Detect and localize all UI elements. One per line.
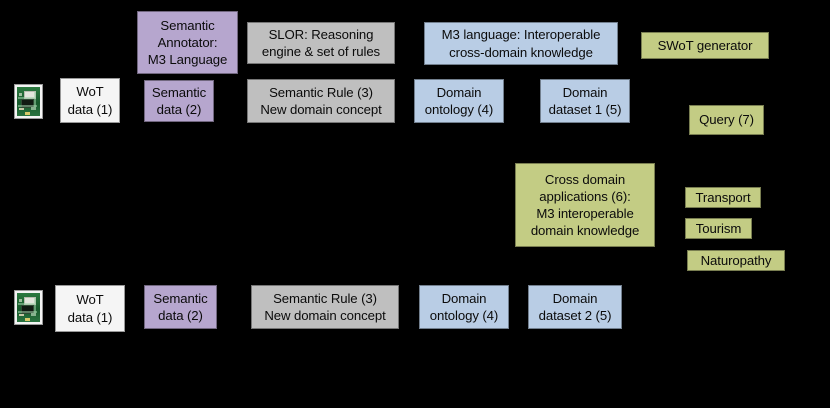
node-domain-ontology-4-top[interactable]: Domain ontology (4) xyxy=(414,79,504,123)
node-wot-data-1-top[interactable]: WoT data (1) xyxy=(60,78,120,123)
node-swot-generator[interactable]: SWoT generator xyxy=(641,32,769,59)
node-naturopathy[interactable]: Naturopathy xyxy=(687,250,785,271)
node-label: Semantic Annotator: M3 Language xyxy=(147,17,228,68)
sensor-device-icon-bottom xyxy=(14,290,43,325)
node-semantic-rule-3-bottom[interactable]: Semantic Rule (3) New domain concept xyxy=(251,285,399,329)
node-domain-ontology-4-bottom[interactable]: Domain ontology (4) xyxy=(419,285,509,329)
node-semantic-data-2-top[interactable]: Semantic data (2) xyxy=(144,80,214,122)
node-label: Tourism xyxy=(695,220,742,236)
node-transport[interactable]: Transport xyxy=(685,187,761,208)
node-semantic-data-2-bottom[interactable]: Semantic data (2) xyxy=(144,285,217,329)
node-domain-dataset-2-5[interactable]: Domain dataset 2 (5) xyxy=(528,285,622,329)
node-domain-dataset-1-5[interactable]: Domain dataset 1 (5) xyxy=(540,79,630,123)
node-label: Domain dataset 2 (5) xyxy=(538,290,612,323)
node-label: Domain ontology (4) xyxy=(429,290,499,323)
node-wot-data-1-bottom[interactable]: WoT data (1) xyxy=(55,285,125,332)
node-label: SLOR: Reasoning engine & set of rules xyxy=(261,26,381,59)
pcb-board-icon xyxy=(17,293,40,322)
node-label: Domain ontology (4) xyxy=(424,84,494,117)
node-m3-language[interactable]: M3 language: Interoperable cross-domain … xyxy=(424,22,618,65)
node-label: Semantic data (2) xyxy=(151,84,207,117)
node-label: M3 language: Interoperable cross-domain … xyxy=(441,27,601,60)
node-label: Transport xyxy=(695,189,751,205)
node-label: WoT data (1) xyxy=(67,84,113,117)
node-semantic-annotator[interactable]: Semantic Annotator: M3 Language xyxy=(137,11,238,74)
node-label: SWoT generator xyxy=(657,37,753,53)
node-label: Query (7) xyxy=(699,112,754,128)
node-label: Cross domain applications (6): M3 intero… xyxy=(530,171,640,239)
node-slor[interactable]: SLOR: Reasoning engine & set of rules xyxy=(247,22,395,64)
node-label: Semantic data (2) xyxy=(153,290,208,323)
node-query-7[interactable]: Query (7) xyxy=(689,105,764,135)
node-cross-domain-applications-6[interactable]: Cross domain applications (6): M3 intero… xyxy=(515,163,655,247)
node-label: Naturopathy xyxy=(700,252,772,268)
node-tourism[interactable]: Tourism xyxy=(685,218,752,239)
node-label: Semantic Rule (3) New domain concept xyxy=(260,84,382,117)
pcb-board-icon xyxy=(17,87,40,116)
node-label: Semantic Rule (3) New domain concept xyxy=(264,290,386,323)
node-label: Domain dataset 1 (5) xyxy=(548,84,622,117)
node-label: WoT data (1) xyxy=(67,292,113,325)
sensor-device-icon-top xyxy=(14,84,43,119)
node-semantic-rule-3-top[interactable]: Semantic Rule (3) New domain concept xyxy=(247,79,395,123)
